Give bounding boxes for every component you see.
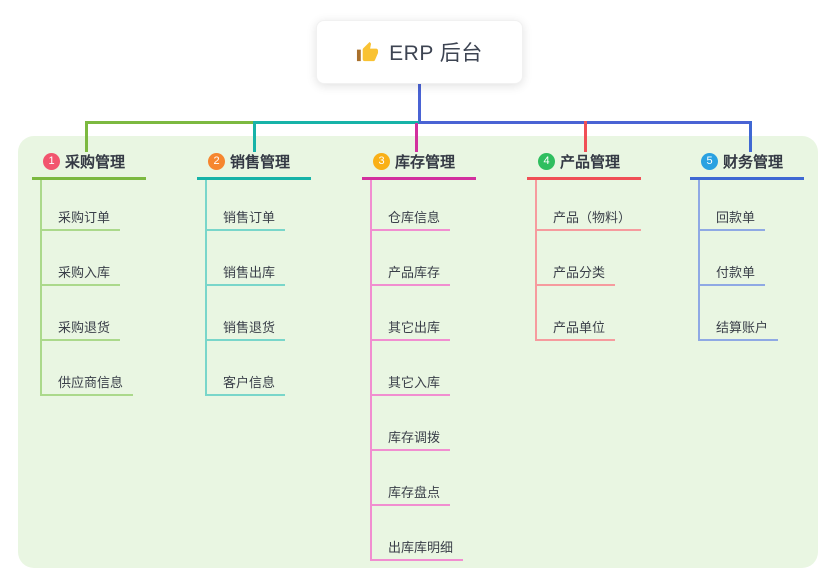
child-topic[interactable]: 库存盘点 bbox=[370, 480, 451, 506]
connector-horizontal-left bbox=[85, 121, 254, 124]
branch-topic[interactable]: 3 库存管理 bbox=[362, 146, 476, 180]
branch-label: 产品管理 bbox=[560, 154, 621, 171]
child-topic[interactable]: 仓库信息 bbox=[370, 205, 451, 231]
branch-sales: 2 销售管理 销售订单销售出库销售退货客户信息 bbox=[197, 146, 367, 576]
root-node[interactable]: ERP 后台 bbox=[316, 20, 523, 84]
branch-spine bbox=[40, 180, 42, 396]
branch-label: 库存管理 bbox=[395, 154, 456, 171]
child-topic[interactable]: 产品单位 bbox=[535, 315, 616, 341]
child-topic[interactable]: 产品（物料） bbox=[535, 205, 642, 231]
child-topic[interactable]: 其它出库 bbox=[370, 315, 451, 341]
connector-drop-product bbox=[584, 121, 587, 152]
branch-procurement: 1 采购管理 采购订单采购入库采购退货供应商信息 bbox=[32, 146, 202, 576]
branches-panel bbox=[18, 136, 818, 568]
branch-label: 采购管理 bbox=[65, 154, 126, 171]
child-topic[interactable]: 付款单 bbox=[698, 260, 766, 286]
child-topic[interactable]: 出库库明细 bbox=[370, 535, 464, 561]
child-topic[interactable]: 销售出库 bbox=[205, 260, 286, 286]
branch-inventory: 3 库存管理 仓库信息产品库存其它出库其它入库库存调拨库存盘点出库库明细 bbox=[362, 146, 532, 576]
child-topic[interactable]: 产品分类 bbox=[535, 260, 616, 286]
child-topic[interactable]: 供应商信息 bbox=[40, 370, 134, 396]
number-badge: 4 bbox=[538, 153, 555, 170]
branch-topic[interactable]: 2 销售管理 bbox=[197, 146, 311, 180]
connector-drop-sales bbox=[253, 121, 256, 152]
child-topic[interactable]: 销售订单 bbox=[205, 205, 286, 231]
branch-finance: 5 财务管理 回款单付款单结算账户 bbox=[690, 146, 839, 576]
child-topic[interactable]: 产品库存 bbox=[370, 260, 451, 286]
number-badge: 3 bbox=[373, 153, 390, 170]
number-badge: 1 bbox=[43, 153, 60, 170]
connector-drop-finance bbox=[749, 121, 752, 152]
connector-horizontal-mid bbox=[253, 121, 419, 124]
thumbs-up-icon bbox=[356, 41, 379, 64]
child-topic[interactable]: 采购入库 bbox=[40, 260, 121, 286]
child-topic[interactable]: 其它入库 bbox=[370, 370, 451, 396]
child-topic[interactable]: 结算账户 bbox=[698, 315, 779, 341]
branch-label: 销售管理 bbox=[230, 154, 291, 171]
child-topic[interactable]: 回款单 bbox=[698, 205, 766, 231]
branch-spine bbox=[698, 180, 700, 341]
number-badge: 2 bbox=[208, 153, 225, 170]
child-topic[interactable]: 销售退货 bbox=[205, 315, 286, 341]
child-topic[interactable]: 采购订单 bbox=[40, 205, 121, 231]
child-topic[interactable]: 库存调拨 bbox=[370, 425, 451, 451]
connector-drop-inventory bbox=[415, 123, 418, 152]
child-topic[interactable]: 采购退货 bbox=[40, 315, 121, 341]
branch-topic[interactable]: 1 采购管理 bbox=[32, 146, 146, 180]
connector-drop-procurement bbox=[85, 121, 88, 152]
branch-label: 财务管理 bbox=[723, 154, 784, 171]
branch-topic[interactable]: 5 财务管理 bbox=[690, 146, 804, 180]
branch-topic[interactable]: 4 产品管理 bbox=[527, 146, 641, 180]
branch-spine bbox=[370, 180, 372, 561]
connector-root-vertical bbox=[418, 84, 421, 121]
number-badge: 5 bbox=[701, 153, 718, 170]
child-topic[interactable]: 客户信息 bbox=[205, 370, 286, 396]
branch-product: 4 产品管理 产品（物料） 产品分类产品单位 bbox=[527, 146, 697, 576]
branch-spine bbox=[535, 180, 537, 341]
root-label: ERP 后台 bbox=[389, 42, 483, 65]
branch-spine bbox=[205, 180, 207, 396]
